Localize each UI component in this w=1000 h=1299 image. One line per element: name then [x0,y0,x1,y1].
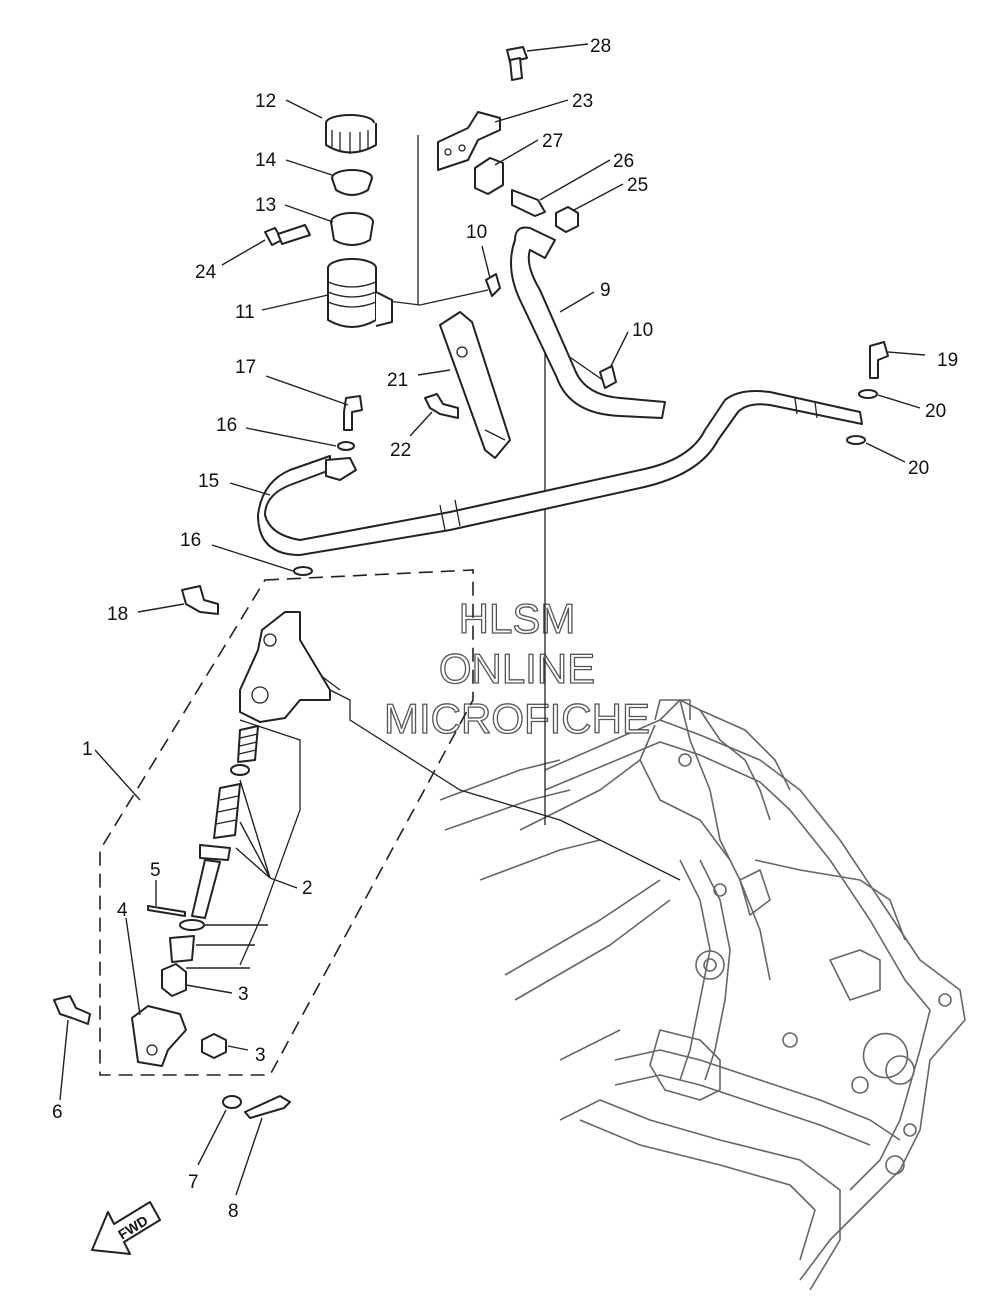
cotter-pin-8 [244,1095,291,1119]
callout-20-lower: 20 [908,458,929,479]
bolt-22 [424,393,459,419]
collar-26 [511,189,546,217]
callout-9: 9 [600,280,611,301]
callout-27: 27 [542,131,563,152]
union-bolt-19 [869,341,889,379]
callout-20-upper: 20 [925,401,946,422]
watermark: HLSM ONLINE MICROFICHE [383,594,650,742]
plate-14 [331,169,373,196]
washer-7 [222,1095,242,1109]
callout-28: 28 [590,36,611,57]
gasket-20-lower [846,435,866,445]
screw-24 [264,224,311,246]
callout-14: 14 [255,150,277,171]
reservoir-hose-9 [510,226,666,419]
clevis-4 [131,1005,187,1067]
bolt-6 [53,995,91,1025]
watermark-line-3: MICROFICHE [384,695,650,742]
bolt-28 [506,46,528,81]
washer-2 [179,919,205,931]
hose-protector-21 [439,311,511,459]
hose-clip-10-upper [485,273,501,297]
gasket-16-upper [337,441,355,451]
union-bolt-17 [343,395,363,431]
callout-2: 2 [302,878,313,899]
forward-arrow: FWD [91,1201,161,1255]
master-cylinder-body [239,611,331,723]
master-cylinder-assembly-outline [99,569,474,1076]
watermark-line-2: ONLINE [439,645,595,692]
callout-10-upper: 10 [466,222,487,243]
callout-1: 1 [82,739,93,760]
piston-kit-2 [191,725,259,919]
alignment-lines [239,135,681,966]
callout-16-upper: 16 [216,415,237,436]
gasket-16-lower [293,566,313,576]
damper-27 [474,157,504,195]
frame-illustration [439,699,966,1291]
bracket-23 [437,111,501,171]
pin-5 [147,905,186,917]
reservoir-cap-12 [325,114,377,154]
callout-12: 12 [255,91,276,112]
callout-17: 17 [235,357,256,378]
callout-19: 19 [937,350,958,371]
gasket-20-upper [858,389,878,399]
callout-3-upper: 3 [238,984,249,1005]
callout-13: 13 [255,195,276,216]
callout-4: 4 [117,900,128,921]
nut-3-lower [201,1033,227,1059]
callout-18: 18 [107,604,128,625]
reservoir-11 [327,258,393,328]
callout-labels: 28 23 27 26 25 12 14 13 24 11 10 9 10 19… [52,36,958,1222]
callout-22: 22 [390,440,411,461]
diaphragm-13 [330,212,374,246]
callout-5: 5 [150,860,161,881]
callout-6: 6 [52,1102,63,1123]
leader-lines [59,43,926,1196]
nut-25 [555,206,579,233]
brake-hose-15 [257,390,863,556]
callout-16-lower: 16 [180,530,201,551]
callout-8: 8 [228,1201,239,1222]
callout-3-lower: 3 [255,1045,266,1066]
hose-clip-10-lower [599,365,617,389]
callout-7: 7 [188,1172,199,1193]
callout-25: 25 [627,175,648,196]
callout-26: 26 [613,151,634,172]
callout-21: 21 [387,370,408,391]
callout-24: 24 [195,262,217,283]
callout-23: 23 [572,91,593,112]
bushing [169,935,195,963]
bolt-18 [181,585,219,615]
callout-10-lower: 10 [632,320,653,341]
callout-11: 11 [235,302,255,323]
callout-15: 15 [198,471,219,492]
watermark-line-1: HLSM [459,595,576,642]
nut-3-upper [161,963,187,997]
